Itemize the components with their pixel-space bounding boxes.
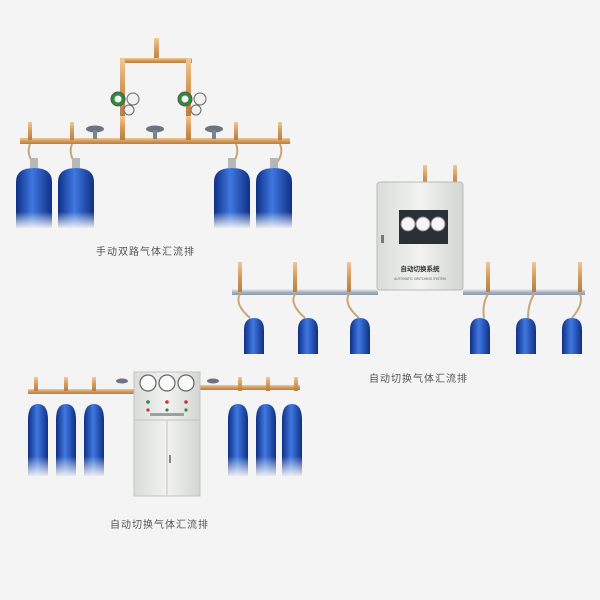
gas-cylinder-icon [58,158,94,228]
gas-cylinder-icon [244,318,264,354]
caption-auto-switch-manifold-2: 自动切换气体汇流排 [110,520,209,531]
auto-switch-manifold-cabinet [28,371,302,497]
auto-switch-manifold-wall: 自动切换系统 AUTOMATIC SWITCHING SYSTEM [232,165,585,354]
valve-wheel-icon [205,125,223,139]
caption-manual-dual-manifold: 手动双路气体汇流排 [96,247,195,258]
control-box-title: 自动切换系统 [401,264,441,273]
pressure-gauge-icon [400,216,446,232]
control-box-subtitle: AUTOMATIC SWITCHING SYSTEM [394,277,446,281]
manual-manifold [16,38,292,228]
gas-cylinder-icon [256,158,292,228]
pressure-gauge-icon [110,91,140,116]
door-handle-icon [169,455,171,463]
valve-wheel-icon [116,378,128,384]
pressure-gauge-icon [177,91,207,116]
gas-cylinder-icon [256,404,276,476]
gas-cylinder-icon [84,404,104,476]
gas-cylinder-icon [214,158,250,228]
pressure-gauge-icon [139,374,195,392]
gas-cylinder-icon [562,318,582,354]
gas-cylinder-icon [516,318,536,354]
indicator-light-icon [146,400,188,412]
valve-wheel-icon [86,125,104,139]
valve-wheel-icon [146,125,164,139]
gas-cylinder-icon [16,158,52,228]
gas-cylinder-icon [28,404,48,476]
gas-cylinder-icon [56,404,76,476]
valve-wheel-icon [207,378,219,384]
gas-cylinder-icon [298,318,318,354]
caption-auto-switch-manifold-1: 自动切换气体汇流排 [369,374,468,385]
gas-cylinder-icon [282,404,302,476]
gas-cylinder-icon [228,404,248,476]
gas-cylinder-icon [470,318,490,354]
gas-cylinder-icon [350,318,370,354]
